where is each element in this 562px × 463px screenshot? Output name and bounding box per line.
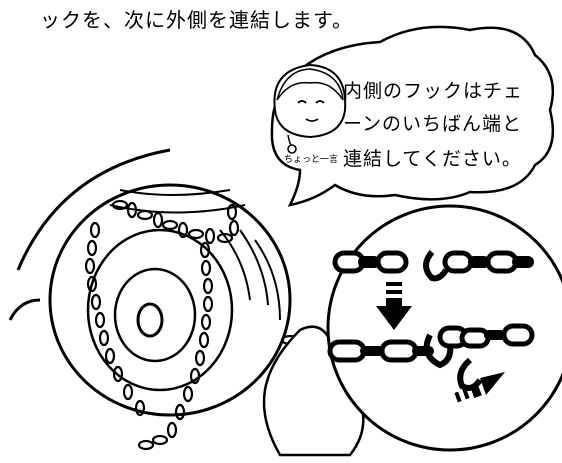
tip-line-3: 連結してください。	[343, 148, 522, 170]
detail-inset	[326, 204, 562, 452]
character-face	[273, 63, 347, 154]
tip-line-2: ーンのいちばん端と	[343, 113, 523, 135]
tip-caption: ちょっと一言	[284, 155, 339, 165]
tire	[48, 183, 292, 417]
tip-line-1: 内側のフックはチェ	[343, 80, 524, 102]
tire-chain	[84, 199, 240, 451]
right-arrow	[454, 372, 505, 403]
down-arrow	[376, 282, 412, 330]
speech-bubble	[270, 25, 555, 207]
instruction-text: ックを、次に外側を連結します。	[40, 8, 353, 32]
wheel-arch	[16, 148, 171, 271]
fender-edge	[8, 298, 41, 321]
